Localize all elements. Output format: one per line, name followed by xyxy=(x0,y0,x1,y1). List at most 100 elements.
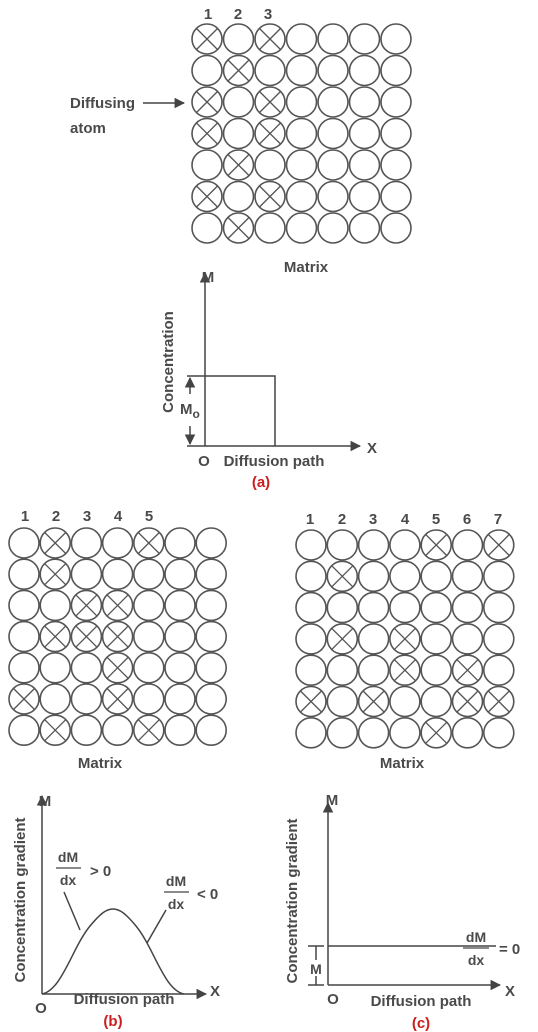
atom-cross-mark xyxy=(227,154,250,176)
matrix-atom xyxy=(420,560,453,593)
matrix-atom xyxy=(380,212,412,244)
matrix-atom xyxy=(70,714,103,747)
matrix-atom xyxy=(451,623,484,655)
matrix-atom xyxy=(389,685,421,718)
matrix-atom xyxy=(133,651,165,684)
matrix-atom xyxy=(285,54,318,87)
atom-cross-mark xyxy=(425,721,448,744)
graph-b-right-fraction-den: dx xyxy=(168,896,185,912)
column-number-1: 1 xyxy=(306,511,314,528)
panel-a: 1 2 3 Diffusing atom Matrix Mo M X O Dif… xyxy=(70,6,412,491)
column-number-3: 3 xyxy=(83,508,91,525)
column-number-1: 1 xyxy=(21,508,29,525)
matrix-atom xyxy=(348,149,381,181)
matrix-atom xyxy=(70,527,103,559)
matrix-atom xyxy=(380,54,412,87)
atom-cross-mark xyxy=(259,185,281,208)
graph-c-axis-x: X xyxy=(505,983,515,1000)
matrix-atom xyxy=(317,149,349,181)
column-number-3: 3 xyxy=(369,511,377,528)
matrix-atom xyxy=(317,86,349,118)
graph-a-step-profile xyxy=(205,375,276,446)
atom-cross-mark xyxy=(487,690,510,713)
graph-b-axis-x: X xyxy=(210,983,220,1000)
matrix-atom xyxy=(482,623,515,655)
caption-a: (a) xyxy=(252,474,270,491)
matrix-atom xyxy=(326,529,359,561)
matrix-atom xyxy=(295,529,327,561)
matrix-atom xyxy=(317,212,349,244)
matrix-atom xyxy=(348,23,381,55)
graph-c-x-label: Diffusion path xyxy=(371,993,472,1010)
atom-cross-mark xyxy=(44,563,67,586)
atom-cross-mark xyxy=(331,565,354,588)
matrix-atom xyxy=(191,212,223,244)
matrix-atom xyxy=(295,591,327,624)
matrix-atom xyxy=(295,560,327,593)
matrix-grid-b xyxy=(8,527,227,747)
atom-cross-mark xyxy=(196,185,218,208)
matrix-atom xyxy=(348,180,381,213)
graph-b-right-fraction-num: dM xyxy=(166,873,186,889)
graph-c-level-label: M xyxy=(310,961,322,977)
matrix-atom xyxy=(195,651,227,684)
atom-cross-mark xyxy=(259,28,281,50)
matrix-atom xyxy=(39,589,72,622)
atom-cross-mark xyxy=(227,59,250,82)
atom-cross-mark xyxy=(196,122,218,145)
matrix-atom xyxy=(164,620,196,653)
matrix-atom xyxy=(380,180,412,213)
matrix-atom xyxy=(451,529,484,561)
matrix-atom xyxy=(357,716,390,749)
matrix-atom xyxy=(8,558,40,591)
graph-a-x-label: Diffusion path xyxy=(224,453,325,470)
matrix-atom xyxy=(8,589,40,622)
atom-cross-mark xyxy=(196,91,218,113)
matrix-atom xyxy=(8,714,40,747)
matrix-atom xyxy=(222,180,255,213)
matrix-grid-a xyxy=(191,23,412,244)
atom-cross-mark xyxy=(13,688,35,710)
atom-cross-mark xyxy=(137,532,160,554)
graph-c-y-label: Concentration gradient xyxy=(284,818,301,983)
matrix-atom xyxy=(357,529,390,561)
matrix-atom xyxy=(8,620,40,653)
atom-cross-mark xyxy=(106,594,129,617)
column-number-2: 2 xyxy=(52,508,60,525)
matrix-atom xyxy=(222,23,255,55)
atom-cross-mark xyxy=(393,627,416,650)
matrix-atom xyxy=(326,685,359,718)
graph-b-right-pointer xyxy=(146,909,167,944)
graph-b-left-pointer xyxy=(63,891,81,931)
matrix-atom xyxy=(195,589,227,622)
matrix-atom xyxy=(348,54,381,87)
graph-b-left-fraction-num: dM xyxy=(58,849,78,865)
graph-c-axis-m: M xyxy=(326,792,339,809)
matrix-atom xyxy=(420,623,453,655)
matrix-atom xyxy=(285,149,318,181)
graph-b-axis-m: M xyxy=(39,793,52,810)
atom-cross-mark xyxy=(362,690,385,713)
matrix-atom xyxy=(451,716,484,749)
graph-c-fraction-den: dx xyxy=(468,952,485,968)
atom-cross-mark xyxy=(227,217,250,239)
matrix-atom xyxy=(133,620,165,653)
graph-b-bell-curve xyxy=(41,908,185,995)
matrix-atom xyxy=(380,23,412,55)
caption-c: (c) xyxy=(412,1015,430,1032)
atom-cross-mark xyxy=(106,688,129,710)
atom-cross-mark xyxy=(106,656,129,679)
panel-b: 1 2 3 4 5 Matrix dM dx > 0 dM dx < 0 M X… xyxy=(8,508,227,1030)
matrix-atom xyxy=(195,683,227,715)
graph-b-x-label: Diffusion path xyxy=(74,991,175,1008)
atom-cross-mark xyxy=(44,625,67,648)
panel-c: 1 2 3 4 5 6 7 Matrix M dM dx = 0 M X O D… xyxy=(284,511,520,1032)
matrix-atom xyxy=(389,716,421,749)
matrix-atom xyxy=(285,180,318,213)
matrix-atom xyxy=(195,558,227,591)
matrix-atom xyxy=(380,149,412,181)
graph-b-origin: O xyxy=(35,1000,47,1017)
atom-cross-mark xyxy=(331,627,354,650)
column-number-6: 6 xyxy=(463,511,471,528)
